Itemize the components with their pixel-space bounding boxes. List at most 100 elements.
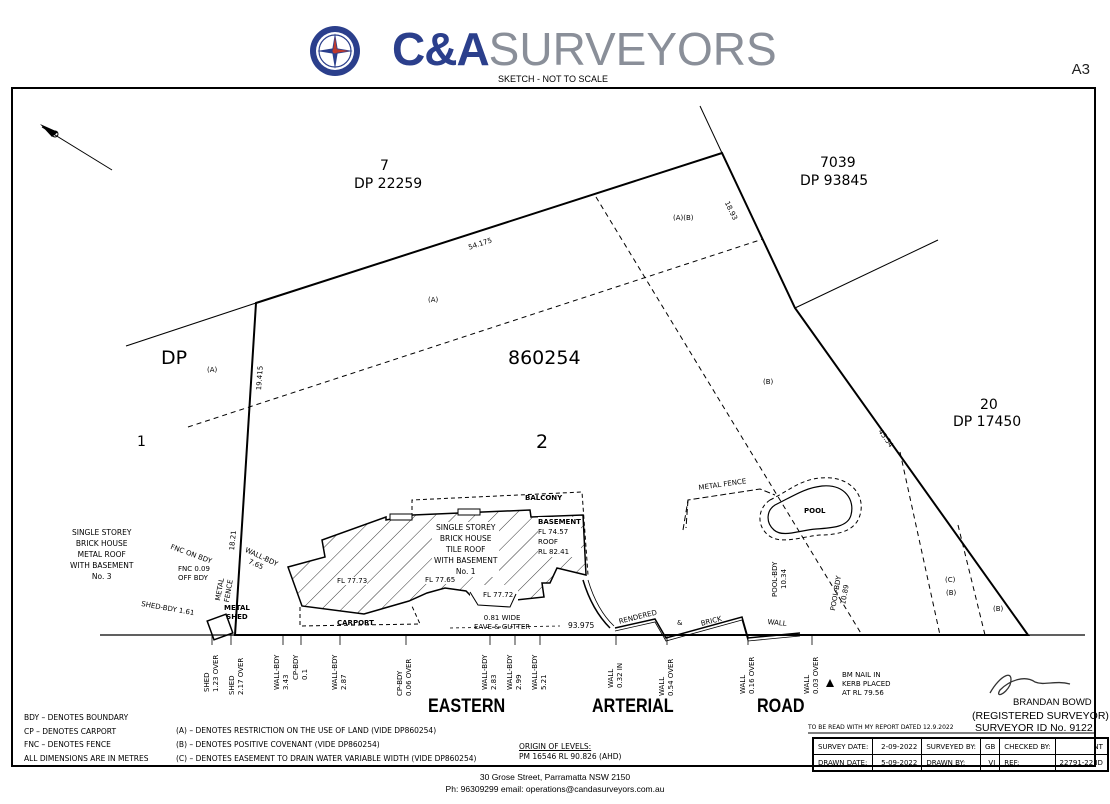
metal-shed-label: METAL SHED [224, 604, 250, 622]
drawn-date: 5-09-2022 [872, 754, 923, 772]
offset-a: WALL-BDY [331, 654, 339, 690]
drawn-date-label: DRAWN DATE: [812, 754, 874, 772]
easement-b-lower: (B) [946, 589, 957, 597]
easement-b-right: (B) [763, 378, 774, 386]
brand-light: SURVEYORS [488, 23, 777, 75]
drawn-by: VI [980, 754, 1001, 772]
metal-shed [206, 613, 234, 641]
neighbour-line-2: BRICK HOUSE [75, 539, 128, 548]
house-line-1: SINGLE STOREY [435, 523, 496, 532]
offset-b: 1.23 OVER [212, 654, 220, 692]
metal-shed-2: SHED [226, 613, 248, 621]
neighbour-line-3: METAL ROOF [77, 550, 126, 559]
legend-bdy: BDY – DENOTES BOUNDARY [24, 713, 129, 722]
fnc-off-note: FNC 0.09 OFF BDY [178, 565, 210, 583]
checked-by-label: CHECKED BY: [999, 737, 1056, 755]
offset-a: WALL [739, 674, 747, 694]
offset-a: WALL-BDY [481, 654, 489, 690]
footer-address: 30 Grose Street, Parramatta NSW 2150 [479, 772, 631, 782]
surveyor-name: BRANDAN BOWD [1013, 697, 1092, 708]
basement-label: BASEMENT [538, 518, 581, 526]
benchmark-note: BM NAIL IN KERB PLACED AT RL 79.56 [842, 671, 891, 698]
house-line-2: BRICK HOUSE [439, 534, 492, 543]
lot-7-number: 7 [380, 158, 389, 174]
fnc-off-1: FNC 0.09 [178, 565, 210, 573]
drawing-frame [11, 87, 1096, 767]
dim-front: 93.975 [568, 621, 595, 630]
house-description: SINGLE STOREY BRICK HOUSE TILE ROOF WITH… [432, 522, 500, 577]
easement-b-corner: (B) [993, 605, 1004, 613]
lot-20-dp: DP 17450 [953, 414, 1022, 430]
legend-a: (A) – DENOTES RESTRICTION ON THE USE OF … [176, 726, 437, 735]
easement-ab: (A)(B) [673, 214, 694, 222]
legend-fnc: FNC – DENOTES FENCE [24, 740, 111, 749]
road-word-3: ROAD [757, 696, 805, 717]
offset-b: 3.43 [282, 674, 290, 690]
offset-a: WALL [658, 676, 666, 696]
abbrev-legend: BDY – DENOTES BOUNDARY CP – DENOTES CARP… [24, 711, 148, 765]
levels-title: ORIGIN OF LEVELS: [519, 742, 592, 751]
dp-centre-label: 860254 [508, 347, 581, 369]
offset-b: 0.03 OVER [812, 656, 820, 694]
ref-label: REF: [999, 754, 1056, 772]
neighbour-description: SINGLE STOREY BRICK HOUSE METAL ROOF WIT… [70, 527, 133, 582]
pool-bdy-1-value: 10.34 [780, 568, 788, 589]
brand-logo: C&ASURVEYORS [392, 24, 777, 74]
easement-a-top: (A) [428, 296, 439, 304]
neighbour-line-1: SINGLE STOREY [71, 528, 132, 537]
brand-bold: C&A [392, 23, 490, 75]
lot-20-number: 20 [980, 397, 998, 413]
footer-contact: Ph: 96309299 email: operations@candasurv… [445, 784, 665, 794]
offset-b: 0.32 IN [616, 662, 624, 688]
compass-logo-icon [308, 24, 362, 78]
fnc-off-2: OFF BDY [178, 574, 208, 582]
offset-b: 0.06 OVER [405, 658, 413, 696]
survey-date: 2-09-2022 [872, 737, 923, 755]
surveyor-id: SURVEYOR ID No. 9122 [975, 722, 1093, 734]
offset-a: SHED [203, 672, 211, 692]
offset-a: WALL-BDY [531, 654, 539, 690]
easement-a-left: (A) [207, 366, 218, 374]
carport-label: CARPORT [337, 619, 374, 627]
lot-7-dp: DP 22259 [354, 176, 423, 192]
legend-b: (B) – DENOTES POSITIVE COVENANT (VIDE DP… [176, 740, 380, 749]
offset-a: SHED [228, 675, 236, 695]
pool-bdy-1: POOL-BDY 10.34 [771, 562, 789, 597]
offset-b: 2.17 OVER [237, 657, 245, 695]
offset-b: 5.21 [540, 674, 548, 690]
title-block: SURVEY DATE: 2-09-2022 SURVEYED BY: GB C… [812, 737, 1109, 772]
signature [989, 674, 1071, 696]
surveyed-by: GB [980, 737, 1001, 755]
amp-label: & [677, 619, 683, 627]
offset-b: 2.87 [340, 674, 348, 690]
sheet-size: A3 [1071, 61, 1090, 78]
offset-a: WALL-BDY [273, 654, 281, 690]
ref-value: 22791-22 ID [1054, 754, 1109, 772]
pool-outline [759, 477, 862, 541]
fl-bay: FL 77.72 [483, 591, 514, 599]
benchmark-icon [826, 679, 834, 687]
neighbour-line-5: No. 3 [91, 572, 112, 581]
levels-origin: ORIGIN OF LEVELS: PM 16546 RL 90.826 (AH… [519, 742, 621, 762]
lot-7039-dp: DP 93845 [800, 173, 869, 189]
house-line-4: WITH BASEMENT [434, 556, 498, 565]
lot-7039-number: 7039 [820, 155, 856, 171]
neighbour-line-4: WITH BASEMENT [70, 561, 134, 570]
fl-mid: FL 77.65 [425, 576, 456, 585]
benchmark-line-1: BM NAIL IN [842, 671, 881, 679]
offset-a: CP-BDY [292, 654, 300, 680]
report-note: TO BE READ WITH MY REPORT DATED 12.9.202… [808, 724, 954, 731]
survey-date-label: SURVEY DATE: [812, 737, 874, 755]
eave-line-1: 0.81 WIDE [483, 614, 521, 622]
basement-fl: FL 74.57 [538, 528, 569, 536]
